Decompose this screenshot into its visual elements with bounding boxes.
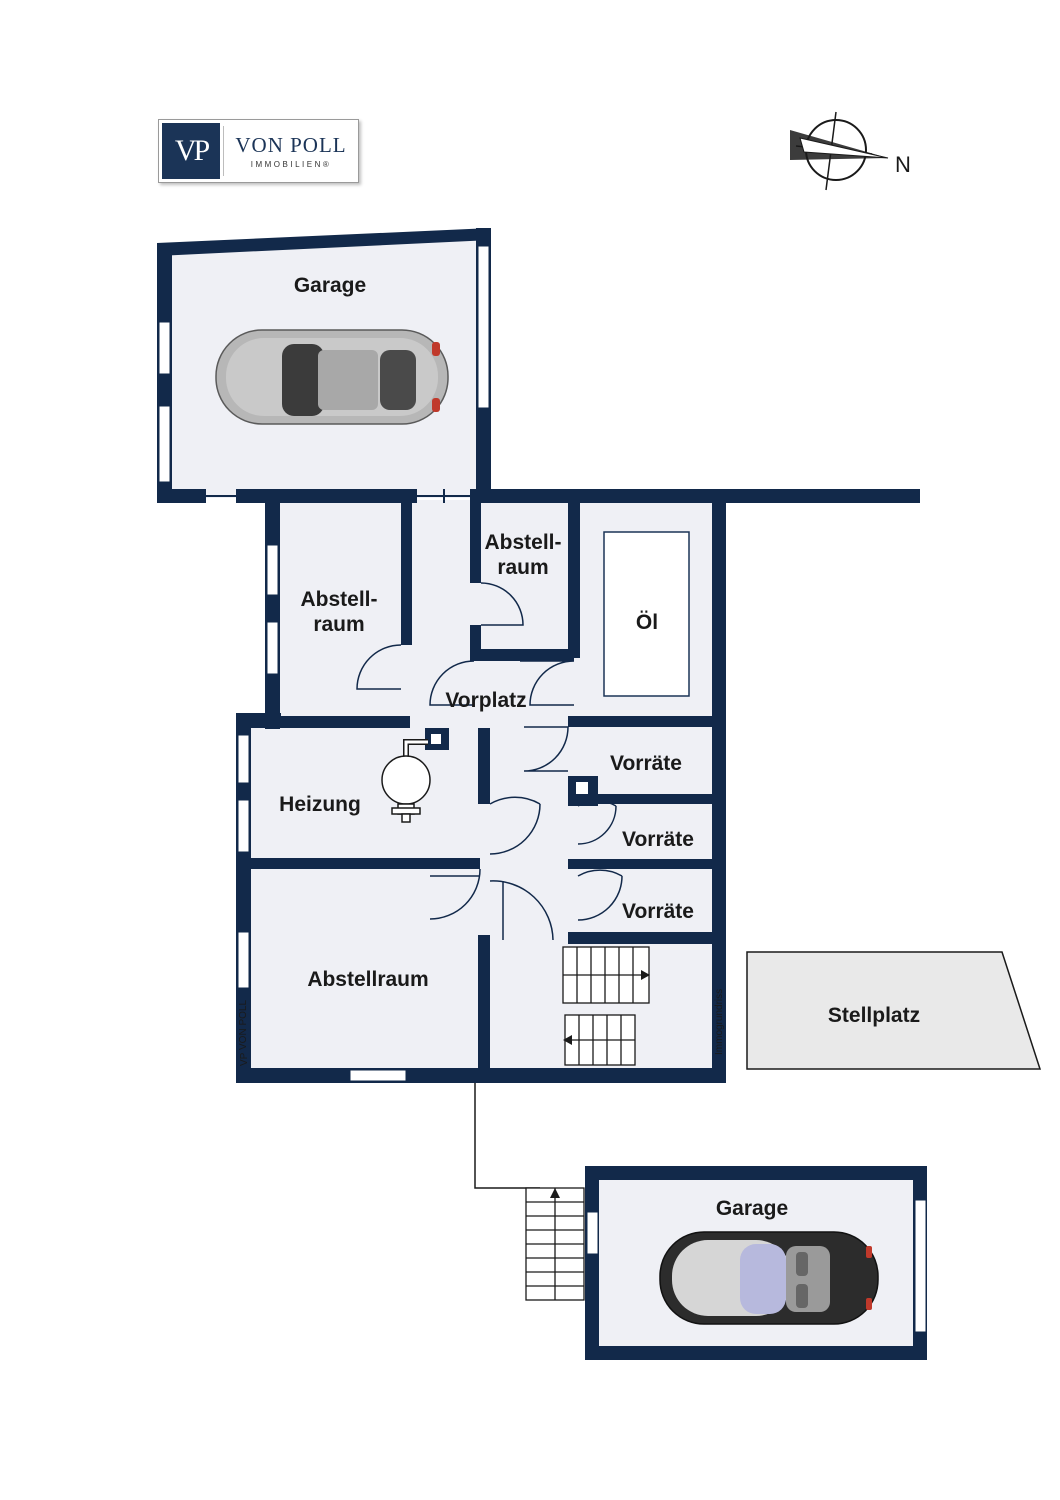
stair-arrow-up: [641, 970, 650, 980]
logo-text: VON POLL IMMOBILIEN®: [223, 126, 358, 176]
outside-path: [474, 1083, 540, 1189]
logo-name: VON POLL: [235, 133, 347, 157]
room-label-oel: Öl: [636, 611, 658, 634]
room-label-vorplatz: Vorplatz: [445, 689, 526, 712]
room-label-stellplatz: Stellplatz: [828, 1004, 920, 1027]
room-label-vorraete-3: Vorräte: [622, 900, 694, 923]
car-icon: [215, 329, 449, 425]
garage-doorway: [204, 489, 470, 503]
room-label-abstellraum-2: raum: [313, 613, 364, 636]
watermark-mark: VP: [239, 1052, 250, 1066]
car-icon: [659, 1231, 879, 1325]
stair-arrow-down: [563, 1035, 572, 1045]
brand-logo: VP VON POLL IMMOBILIEN®: [158, 119, 359, 183]
logo-subtitle: IMMOBILIEN®: [250, 160, 332, 169]
room-label-vorraete-2: Vorräte: [622, 828, 694, 851]
oil-tank: [603, 531, 690, 697]
compass-icon: [790, 111, 889, 191]
outside-staircase: [525, 1187, 585, 1301]
compass-north-label: N: [895, 152, 911, 177]
room-label-abstellraum-big: Abstellraum: [307, 968, 428, 991]
stellplatz-area: [746, 951, 1042, 1070]
heater-icon: [381, 739, 431, 823]
watermark-brand: VON POLL: [238, 1000, 249, 1050]
door-swings: [356, 582, 623, 941]
room-label-vorraete-1: Vorräte: [610, 752, 682, 775]
wall-notches: [431, 734, 588, 794]
windows: [158, 245, 927, 1333]
watermark-immogrundriss: Immogrundriss: [714, 989, 725, 1055]
room-label-abstellraum-1: Abstell-: [484, 531, 561, 554]
outside-stair-arrow: [550, 1188, 560, 1198]
room-label-heizung: Heizung: [279, 793, 361, 816]
room-label-garage-top: Garage: [294, 274, 366, 297]
logo-mark: VP: [162, 123, 220, 179]
inner-staircase: [562, 946, 650, 1066]
room-label-abstellraum-1: raum: [497, 556, 548, 579]
room-label-garage-bottom: Garage: [716, 1197, 788, 1220]
room-label-abstellraum-2: Abstell-: [300, 588, 377, 611]
